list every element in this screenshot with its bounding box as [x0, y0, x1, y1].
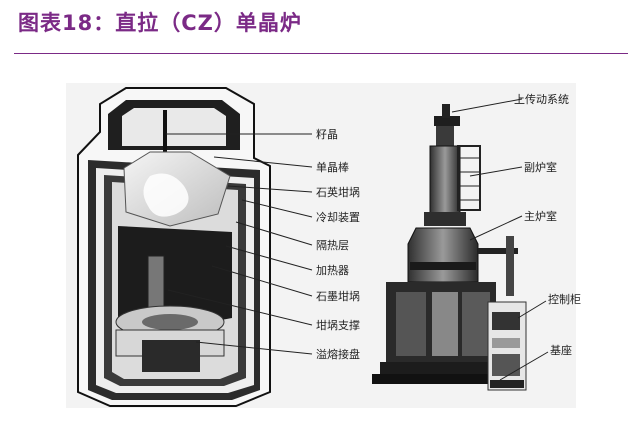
- title-divider: [14, 53, 628, 54]
- label-single-crystal-rod: 单晶棒: [316, 160, 349, 174]
- label-quartz-crucible: 石英坩埚: [316, 185, 360, 199]
- label-overflow-tray: 溢熔接盘: [316, 347, 360, 361]
- label-control-cabinet: 控制柜: [548, 292, 581, 306]
- right-leader-lines: [451, 98, 549, 381]
- label-insulation-layer: 隔热层: [316, 239, 349, 252]
- left-labels: 籽晶 单晶棒 石英坩埚 冷却装置 隔热层 加热器 石墨坩埚 坩埚支撑 溢熔接盘: [316, 128, 360, 361]
- label-sub-chamber: 副炉室: [524, 160, 557, 174]
- furnace-apparatus: [372, 104, 527, 391]
- label-base: 基座: [550, 343, 572, 357]
- label-cooling-device: 冷却装置: [316, 211, 360, 224]
- label-crucible-support: 坩埚支撑: [316, 318, 360, 332]
- right-labels: 上传动系统 副炉室 主炉室 控制柜 基座: [514, 93, 581, 357]
- label-main-chamber: 主炉室: [524, 209, 557, 223]
- label-graphite-crucible: 石墨坩埚: [316, 289, 360, 303]
- left-leader-lines: [166, 133, 313, 355]
- label-heater: 加热器: [316, 264, 349, 277]
- furnace-cutaway: [77, 87, 271, 407]
- page-title: 图表18：直拉（CZ）单晶炉: [18, 11, 302, 35]
- label-upper-drive-system: 上传动系统: [514, 93, 569, 106]
- label-seed-crystal: 籽晶: [316, 128, 338, 141]
